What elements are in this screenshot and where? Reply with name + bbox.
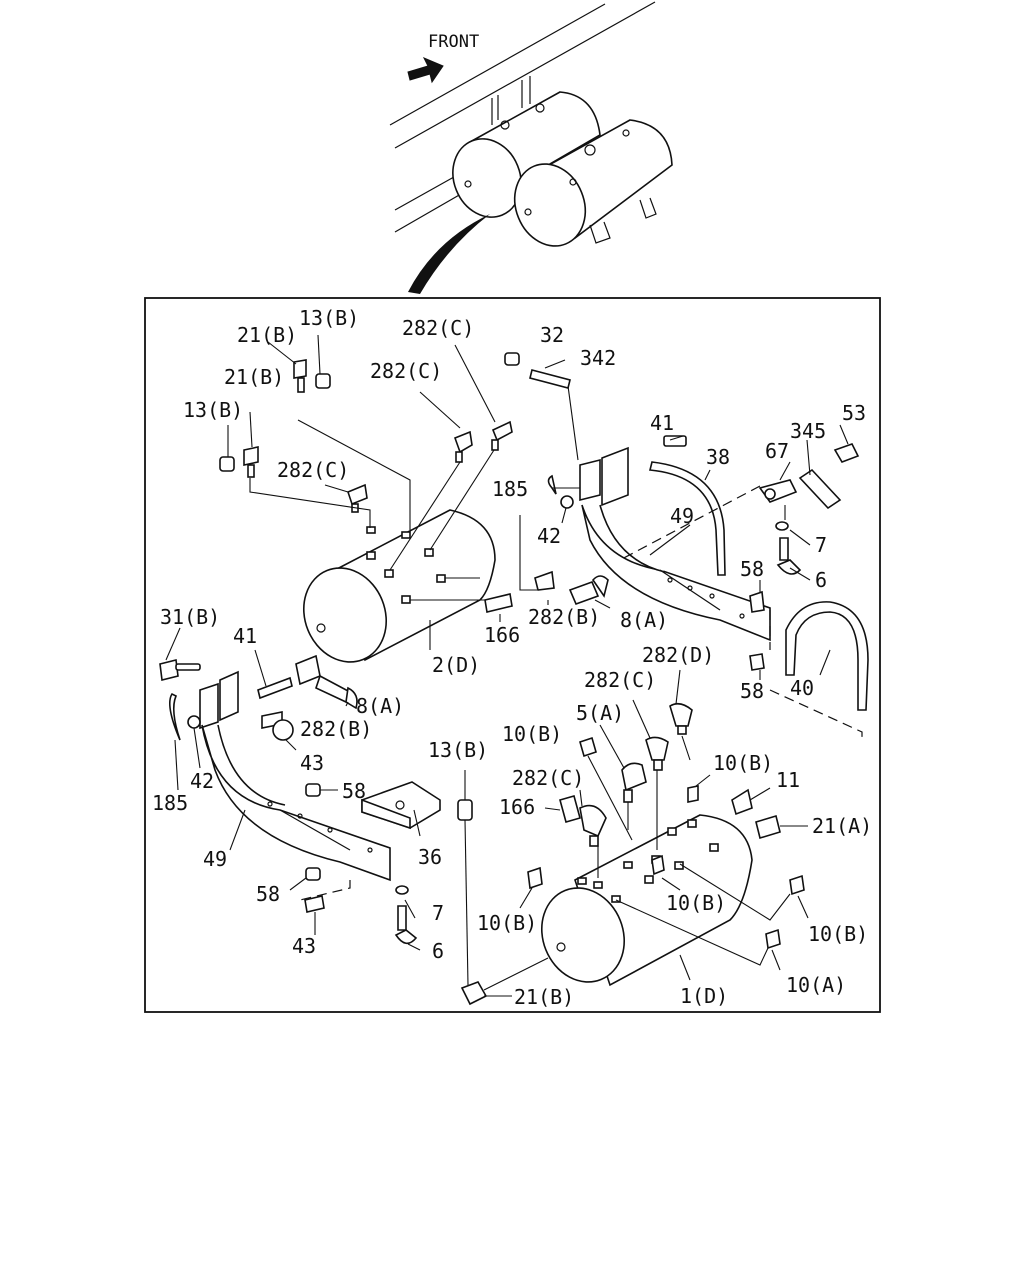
lower-leaders <box>464 669 809 997</box>
callout-2d: 2(D) <box>432 653 480 677</box>
callout-185-right: 185 <box>492 477 528 501</box>
callout-13b-low: 13(B) <box>428 738 488 762</box>
callout-36: 36 <box>418 845 442 869</box>
callout-58-l1: 58 <box>342 779 366 803</box>
right-leaders <box>552 424 863 742</box>
left-bracket-assembly <box>159 654 441 945</box>
callout-342: 342 <box>580 346 616 370</box>
callout-49-left: 49 <box>203 847 227 871</box>
callout-41-left: 41 <box>233 624 257 648</box>
callout-10a: 10(A) <box>786 973 846 997</box>
overview-tank-front <box>513 119 673 247</box>
callout-282c-4: 282(C) <box>584 668 656 692</box>
callout-11: 11 <box>776 768 800 792</box>
callout-7-left: 7 <box>432 901 444 925</box>
callout-6-left: 6 <box>432 939 444 963</box>
callout-58-r1: 58 <box>740 557 764 581</box>
callout-21b-mid: 21(B) <box>224 365 284 389</box>
callout-43-top: 43 <box>300 751 324 775</box>
callout-21a: 21(A) <box>812 814 872 838</box>
callout-40: 40 <box>790 676 814 700</box>
callout-21b-bot: 21(B) <box>514 985 574 1009</box>
callout-6-right: 6 <box>815 568 827 592</box>
callout-58-r2: 58 <box>740 679 764 703</box>
detail-pointer <box>408 214 490 294</box>
callout-10b-3: 10(B) <box>666 891 726 915</box>
callout-49-right: 49 <box>670 504 694 528</box>
front-label: FRONT <box>428 32 479 52</box>
callout-345: 345 <box>790 419 826 443</box>
callout-10b-2: 10(B) <box>713 751 773 775</box>
callout-10b-1: 10(B) <box>502 722 562 746</box>
callout-1d: 1(D) <box>680 984 728 1008</box>
callout-41-right: 41 <box>650 411 674 435</box>
callout-7-right: 7 <box>815 533 827 557</box>
callout-38: 38 <box>706 445 730 469</box>
callout-166-low: 166 <box>499 795 535 819</box>
upper-leaders <box>227 334 611 650</box>
callout-13b-top: 13(B) <box>299 306 359 330</box>
callout-53: 53 <box>842 401 866 425</box>
callout-67: 67 <box>765 439 789 463</box>
callout-32: 32 <box>540 323 564 347</box>
tank-1d <box>540 814 753 987</box>
callout-13b-mid: 13(B) <box>183 398 243 422</box>
lower-fittings <box>457 702 805 1006</box>
callout-282b-right: 282(B) <box>528 605 600 629</box>
callout-21b-top: 21(B) <box>237 323 297 347</box>
callout-31b: 31(B) <box>160 605 220 629</box>
callout-282d: 282(D) <box>642 643 714 667</box>
callout-10b-5: 10(B) <box>808 922 868 946</box>
vehicle-overview: FRONT <box>389 1 673 294</box>
callout-labels: 21(B) 13(B) 21(B) 13(B) 282(C) 282(C) 28… <box>152 306 872 1009</box>
callout-282c-3: 282(C) <box>277 458 349 482</box>
callout-282c-2: 282(C) <box>370 359 442 383</box>
callout-166-top: 166 <box>484 623 520 647</box>
callout-43-bot: 43 <box>292 934 316 958</box>
callout-8a-right: 8(A) <box>620 608 668 632</box>
callout-282c-1: 282(C) <box>402 316 474 340</box>
callout-8a-left: 8(A) <box>356 694 404 718</box>
overview-tank-rear <box>452 76 601 218</box>
tank-2d <box>302 509 496 663</box>
callout-5a: 5(A) <box>576 701 624 725</box>
left-leaders <box>165 627 421 951</box>
callout-42-right: 42 <box>537 524 561 548</box>
callout-42-left: 42 <box>190 769 214 793</box>
callout-185-left: 185 <box>152 791 188 815</box>
callout-10b-4: 10(B) <box>477 911 537 935</box>
detail-frame <box>144 297 881 1013</box>
callout-58-l2: 58 <box>256 882 280 906</box>
callout-282c-5: 282(C) <box>512 766 584 790</box>
right-bracket-assembly <box>547 435 869 711</box>
front-arrow-icon <box>407 57 444 84</box>
callout-282b-left: 282(B) <box>300 717 372 741</box>
